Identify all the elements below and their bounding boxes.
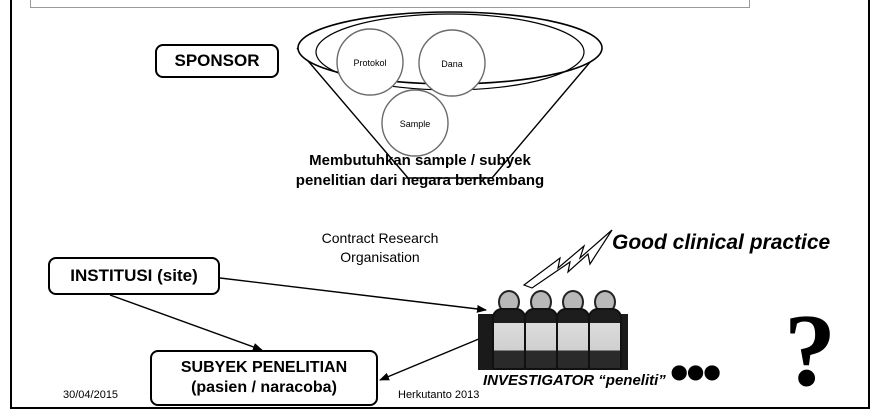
arrow-institusi-to-investigator bbox=[219, 277, 487, 313]
funnel-caption-line-2: penelitian dari negara berkembang bbox=[295, 172, 545, 189]
funnel-outline bbox=[296, 47, 603, 179]
top-content-strip bbox=[30, 0, 750, 8]
subyek-penelitian-box: SUBYEK PENELITIAN (pasien / naracoba) bbox=[150, 350, 378, 406]
footer-date: 30/04/2015 bbox=[63, 389, 119, 401]
arrow-investigator-to-subyek bbox=[379, 335, 487, 381]
footer-author: Herkutanto 2013 bbox=[398, 389, 480, 401]
lightning-icon bbox=[522, 229, 613, 289]
institusi-box: INSTITUSI (site) bbox=[48, 257, 220, 295]
subyek-line-2: (pasien / naracoba) bbox=[191, 379, 337, 396]
arrow-institusi-to-subyek bbox=[109, 294, 263, 351]
circle-sample-label: Sample bbox=[399, 119, 431, 129]
investigator-label: INVESTIGATOR “peneliti” bbox=[483, 372, 666, 389]
circle-dana bbox=[418, 29, 486, 97]
circle-dana-label: Dana bbox=[441, 59, 463, 69]
circle-protokol bbox=[336, 28, 404, 96]
circle-protokol-label: Protokol bbox=[353, 58, 387, 68]
cro-label-line-1: Contract Research bbox=[321, 230, 439, 246]
good-clinical-practice-label: Good clinical practice bbox=[612, 231, 831, 254]
subyek-line-1: SUBYEK PENELITIAN bbox=[180, 359, 348, 376]
cro-label-line-2: Organisation bbox=[340, 249, 420, 265]
slide-frame bbox=[10, 0, 870, 409]
ellipsis-dots: ••• bbox=[668, 337, 723, 408]
sponsor-box: SPONSOR bbox=[155, 44, 279, 78]
question-mark: ? bbox=[784, 293, 836, 408]
circle-sample bbox=[381, 89, 449, 157]
funnel-caption-line-1: Membutuhkan sample / subyek bbox=[309, 152, 531, 169]
investigator-image bbox=[478, 290, 638, 370]
